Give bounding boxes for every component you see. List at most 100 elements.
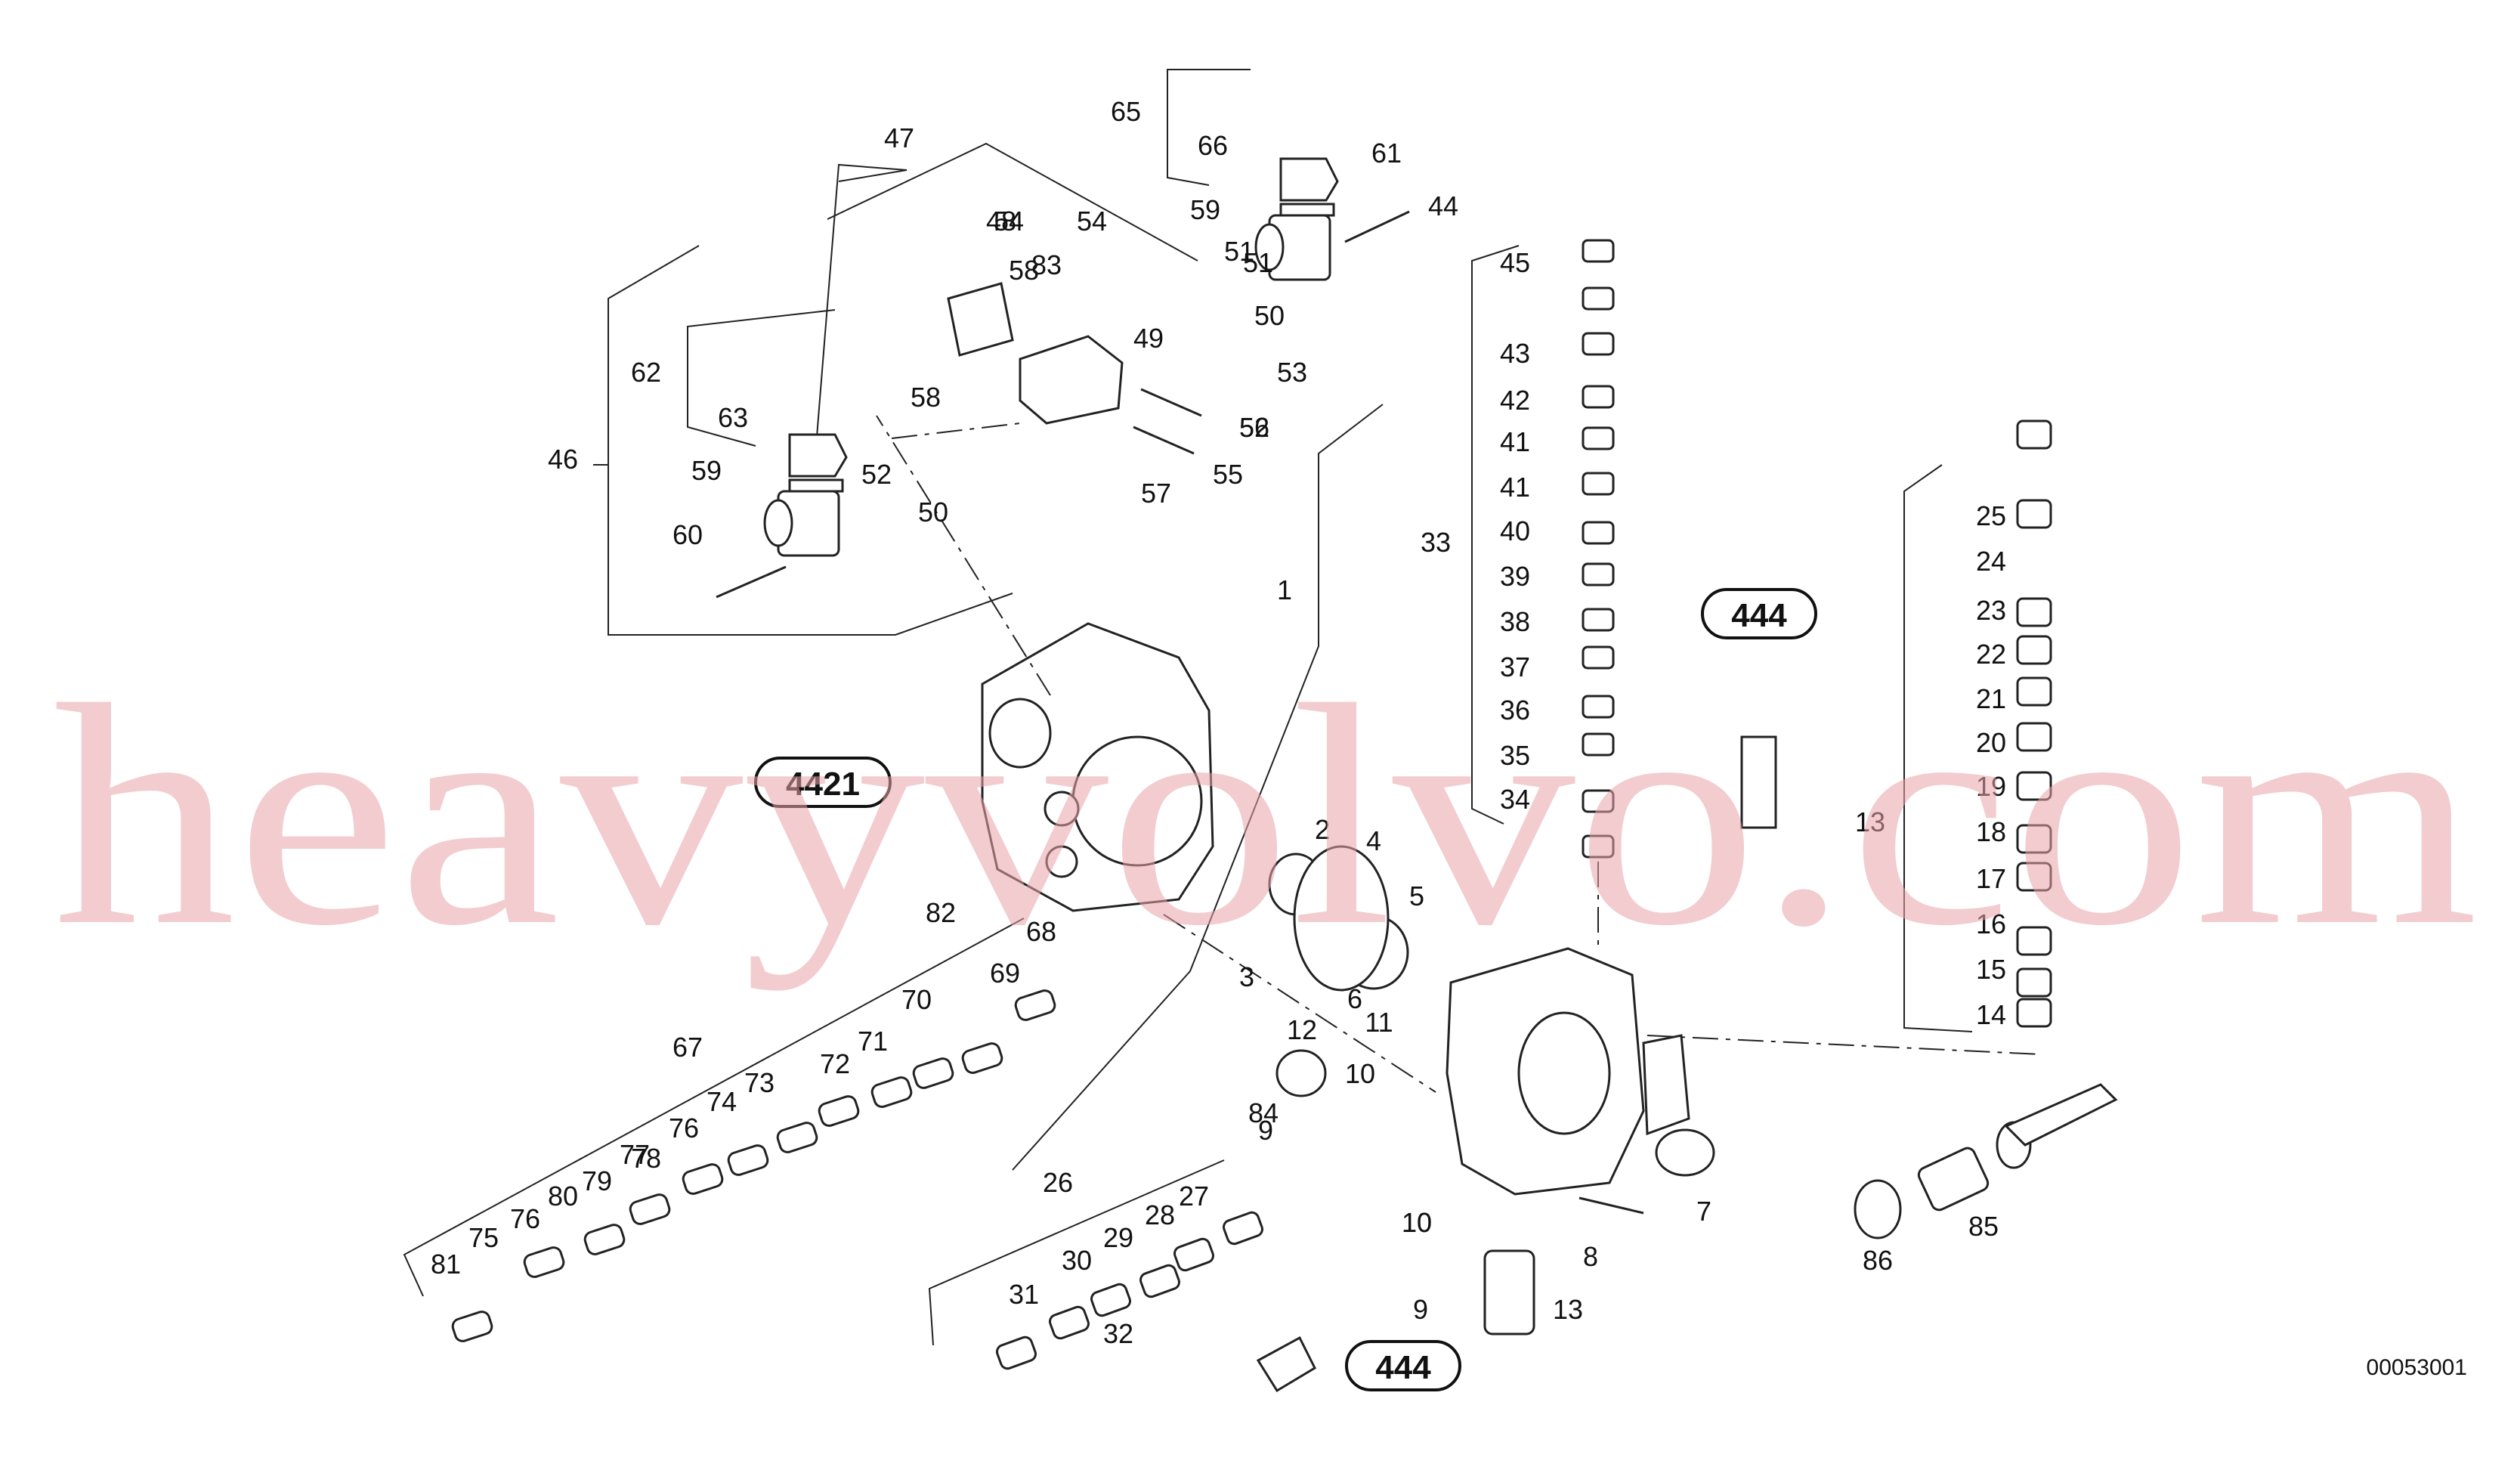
callout-56: 56: [1239, 412, 1269, 443]
callout-72: 72: [820, 1048, 850, 1079]
screw-59-right: [1344, 210, 1410, 243]
callout-39: 39: [1500, 561, 1530, 592]
callout-24: 24: [1976, 546, 2006, 577]
callout-7: 7: [1696, 1196, 1711, 1227]
stack-13-part-2: [2016, 597, 2052, 627]
watermark-text: heavyvolvo.com: [53, 639, 2478, 992]
stack-13-part-8: [2016, 862, 2052, 892]
stack-13-part-3: [2016, 635, 2052, 665]
callout-66: 66: [1198, 130, 1228, 161]
stack-33-part-0: [1582, 239, 1615, 263]
solenoid-left-plug: [788, 433, 848, 478]
stack-13-part-0: [2016, 419, 2052, 450]
callout-54: 54: [1077, 206, 1107, 237]
callout-75: 75: [468, 1222, 499, 1253]
boxed-ref-444-bottom-text: 444: [1375, 1349, 1431, 1386]
spool-part-7: [682, 1163, 724, 1195]
stack-13-part-5: [2016, 722, 2052, 752]
spool-part-1: [961, 1042, 1003, 1074]
fitting-444-upper: [1740, 735, 1777, 829]
callout-36: 36: [1500, 695, 1530, 726]
callout-84: 84: [1248, 1097, 1279, 1128]
housing-port-lower: [1045, 845, 1078, 878]
callout-20: 20: [1976, 727, 2006, 758]
callout-49: 49: [1133, 323, 1164, 354]
bushing-12: [1275, 1049, 1327, 1097]
boxed-ref-4421-text: 4421: [786, 766, 860, 803]
housing-port: [988, 698, 1052, 769]
callout-43: 43: [1500, 338, 1530, 369]
callout-25: 25: [1976, 500, 2006, 531]
stack-33-part-1: [1582, 286, 1615, 311]
bracket-group-46: [608, 245, 1013, 636]
callout-29: 29: [1103, 1222, 1133, 1253]
callout-55: 55: [1213, 459, 1243, 490]
callout-71: 71: [858, 1026, 888, 1057]
callout-4: 4: [1366, 825, 1381, 856]
callout-23: 23: [1976, 595, 2006, 626]
callout-2: 2: [1315, 814, 1330, 845]
fitting-83: [1917, 1147, 1990, 1212]
stack-33-part-11: [1582, 732, 1615, 757]
fitting-444-lower: [1256, 1335, 1316, 1393]
bushing-7: [1655, 1128, 1715, 1177]
callout-59: 59: [1190, 194, 1220, 225]
stack-13-part-10: [2016, 967, 2052, 998]
solenoid-right-end: [1254, 223, 1285, 271]
callout-12: 12: [1287, 1014, 1317, 1045]
callout-50: 50: [1254, 300, 1285, 331]
callout-10: 10: [1345, 1058, 1375, 1089]
callout-37: 37: [1500, 651, 1530, 682]
spool-part-10: [523, 1246, 565, 1278]
callout-47: 47: [884, 122, 914, 153]
callout-83: 83: [1031, 249, 1062, 280]
callout-44: 44: [1428, 190, 1458, 221]
callout-27: 27: [1179, 1181, 1209, 1212]
callout-1: 1: [1277, 574, 1292, 605]
control-valve-side: [1642, 1034, 1690, 1136]
stack-26-part-2: [1139, 1264, 1180, 1298]
callout-10: 10: [1402, 1207, 1432, 1238]
callout-26: 26: [1043, 1167, 1073, 1198]
centerline-right: [1647, 1035, 2041, 1055]
stack-26-part-4: [1049, 1305, 1090, 1340]
cover-gasket: [947, 282, 1014, 357]
callout-42: 42: [1500, 385, 1530, 416]
callout-73: 73: [744, 1067, 775, 1098]
bracket-group-47-arm: [827, 142, 1198, 262]
callout-62: 62: [631, 357, 661, 388]
boxed-ref-444-top-text: 444: [1731, 597, 1787, 634]
callout-3: 3: [1239, 961, 1254, 992]
callout-15: 15: [1976, 954, 2006, 985]
callout-58: 58: [1009, 255, 1039, 286]
solenoid-right-plug: [1279, 157, 1339, 202]
callout-8: 8: [1583, 1241, 1598, 1272]
bracket-group-26: [928, 1159, 1225, 1346]
callout-30: 30: [1062, 1245, 1092, 1276]
callout-77: 77: [620, 1139, 650, 1170]
centerline-lower: [1163, 914, 1436, 1093]
callout-labels: 1234567899101010111213131415161718192021…: [431, 96, 2006, 1349]
callout-35: 35: [1500, 740, 1530, 771]
stack-13-part-9: [2016, 926, 2052, 956]
callout-61: 61: [1371, 138, 1402, 169]
callout-28: 28: [1145, 1199, 1175, 1230]
callout-50: 50: [918, 497, 948, 528]
stack-33-part-3: [1582, 385, 1615, 409]
stack-33-part-7: [1582, 562, 1615, 586]
spool-part-3: [870, 1076, 913, 1108]
spool-part-9: [583, 1224, 626, 1255]
centerline-left: [876, 415, 1051, 696]
callout-14: 14: [1976, 999, 2006, 1030]
callout-67: 67: [673, 1032, 703, 1063]
callout-19: 19: [1976, 771, 2006, 802]
callout-52: 52: [1239, 412, 1269, 443]
callout-57: 57: [1141, 478, 1171, 509]
stack-13-part-6: [2016, 771, 2052, 801]
part-drawings: [403, 69, 2118, 1393]
callout-59: 59: [691, 455, 722, 486]
spool-part-4: [818, 1095, 860, 1127]
callout-70: 70: [901, 984, 932, 1015]
callout-45: 45: [1500, 247, 1530, 278]
